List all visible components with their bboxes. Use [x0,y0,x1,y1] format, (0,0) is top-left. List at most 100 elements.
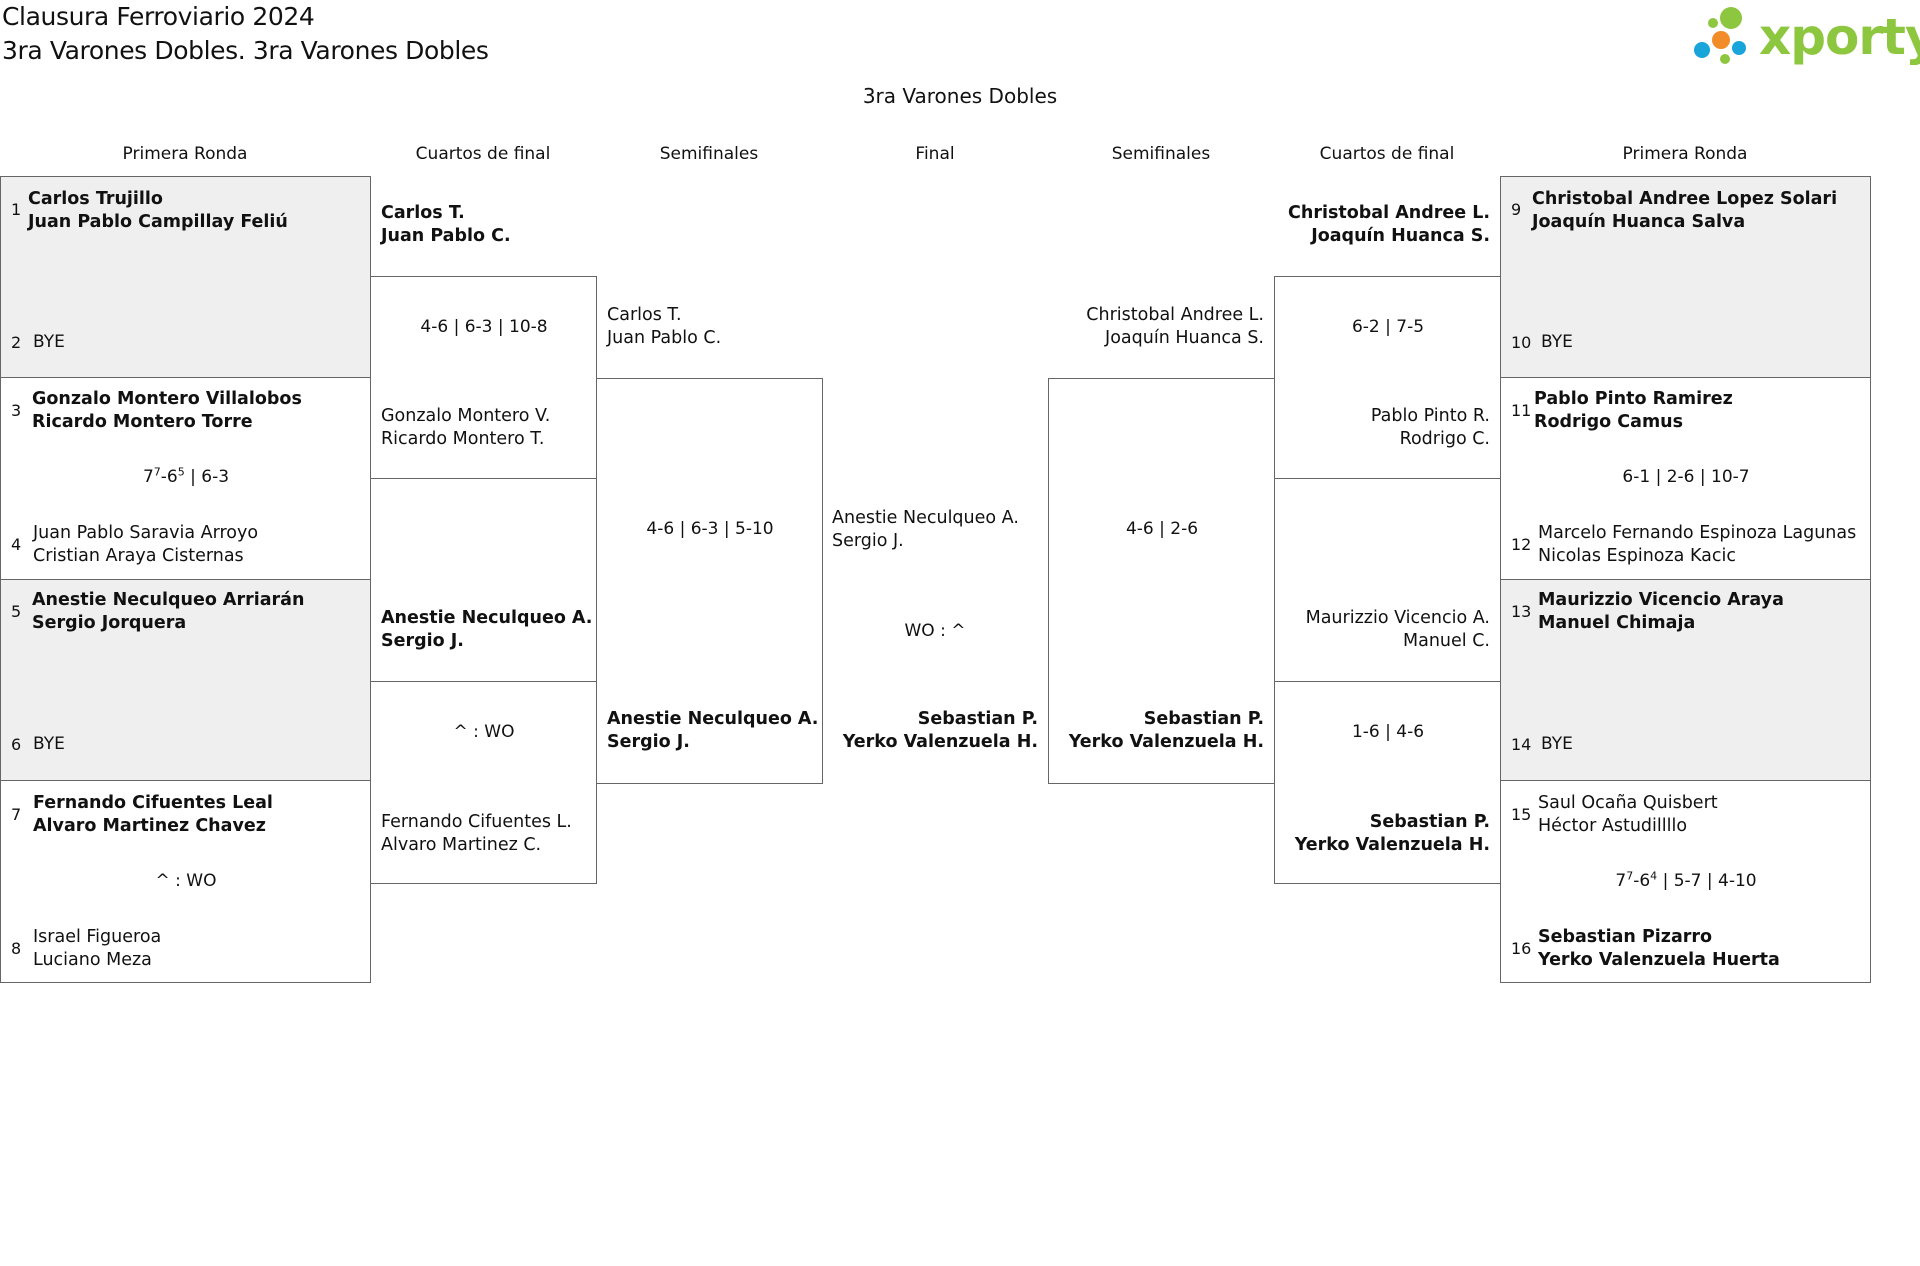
match-score: 4-6 | 6-3 | 5-10 [646,519,774,539]
player-name: Alvaro Martinez Chavez [33,816,266,836]
seed-number: 4 [11,535,22,554]
seed-number: 2 [11,333,22,352]
player-name: Marcelo Fernando Espinoza Lagunas [1538,523,1857,543]
player-name: Anestie Neculqueo Arriarán [32,590,305,610]
match-score: 77-64 | 5-7 | 4-10 [1615,869,1757,891]
team-name[interactable]: Maurizzio Vicencio Araya Manuel Chimaja [1538,589,1784,635]
r1-match-3: 5 Anestie Neculqueo Arriarán Sergio Jorq… [0,579,371,781]
player-name: Fernando Cifuentes Leal [33,793,273,813]
tournament-name: Clausura Ferroviario 2024 [2,2,315,31]
team-name[interactable]: Sebastian Pizarro Yerko Valenzuela Huert… [1538,926,1780,972]
round-heading-right-qf: Cuartos de final [1319,144,1455,164]
player-name: Sebastian P. [917,709,1038,729]
round-heading-left-qf: Cuartos de final [415,144,551,164]
team-name[interactable]: Juan Pablo Saravia Arroyo Cristian Araya… [33,522,258,568]
player-name: Sebastian P. [1143,709,1264,729]
bye-label: BYE [33,332,65,352]
qf-team[interactable]: Gonzalo Montero V. Ricardo Montero T. [381,405,550,451]
match-score: 77-65 | 6-3 [142,465,230,487]
bye-label: BYE [33,734,65,754]
bye-label: BYE [1541,734,1573,754]
seed-number: 14 [1511,735,1532,754]
xporty-logo[interactable]: xporty [1693,4,1920,68]
round-heading-final: Final [915,144,955,164]
bye-label: BYE [1541,332,1573,352]
player-name: Carlos Trujillo [28,189,163,209]
r1-match-2: 3 Gonzalo Montero Villalobos Ricardo Mon… [0,377,371,580]
seed-number: 11 [1511,401,1532,420]
player-name: Christobal Andree L. [1086,305,1264,325]
match-score: ^ : WO [155,871,217,891]
team-name[interactable]: Carlos Trujillo Juan Pablo Campillay Fel… [28,188,288,234]
player-name: Juan Pablo Saravia Arroyo [33,523,259,543]
logo-dots-icon [1694,7,1746,64]
qf-team[interactable]: Pablo Pinto R. Rodrigo C. [1274,405,1490,451]
player-name: Maurizzio Vicencio A. [1305,608,1490,628]
sf-team[interactable]: Carlos T. Juan Pablo C. [607,304,721,350]
team-name[interactable]: Pablo Pinto Ramirez Rodrigo Camus [1534,388,1733,434]
player-name: Sergio J. [832,531,904,551]
player-name: Joaquín Huanca Salva [1532,212,1746,232]
player-name: Christobal Andree L. [1288,203,1490,223]
qf-match-1: 4-6 | 6-3 | 10-8 [370,276,597,479]
player-name: Alvaro Martinez C. [381,835,542,855]
seed-number: 12 [1511,535,1532,554]
team-name[interactable]: Fernando Cifuentes Leal Alvaro Martinez … [33,792,273,838]
player-name: Manuel C. [1403,631,1490,651]
player-name: Pablo Pinto R. [1370,406,1490,426]
qf-team[interactable]: Anestie Neculqueo A. Sergio J. [381,607,592,653]
player-name: Christobal Andree Lopez Solari [1532,189,1838,209]
final-team[interactable]: Sebastian P. Yerko Valenzuela H. [822,708,1038,754]
player-name: Sergio Jorquera [32,613,187,633]
player-name: Gonzalo Montero Villalobos [32,389,302,409]
team-name[interactable]: Saul Ocaña Quisbert Héctor Astudillllo [1538,792,1718,838]
round-heading-left-r1: Primera Ronda [122,144,248,164]
logo-text: xporty [1759,8,1920,66]
player-name: Anestie Neculqueo A. [381,608,593,628]
team-name[interactable]: Christobal Andree Lopez Solari Joaquín H… [1532,188,1837,234]
team-name[interactable]: Gonzalo Montero Villalobos Ricardo Monte… [32,388,302,434]
seed-number: 8 [11,939,22,958]
player-name: Ricardo Montero Torre [32,412,253,432]
match-score: 4-6 | 6-3 | 10-8 [420,317,548,337]
match-score: 1-6 | 4-6 [1351,722,1425,742]
player-name: Rodrigo C. [1399,429,1490,449]
seed-number: 5 [11,602,22,621]
match-score: 6-2 | 7-5 [1351,317,1425,337]
final-team[interactable]: Anestie Neculqueo A. Sergio J. [832,507,1019,553]
final-score: WO : ^ [904,621,966,641]
player-name: Fernando Cifuentes L. [381,812,572,832]
player-name: Sebastian Pizarro [1538,927,1713,947]
sf-team[interactable]: Christobal Andree L. Joaquín Huanca S. [1048,304,1264,350]
seed-number: 13 [1511,602,1532,621]
sf-team[interactable]: Anestie Neculqueo A. Sergio J. [607,708,818,754]
seed-number: 15 [1511,805,1532,824]
player-name: Carlos T. [381,203,465,223]
match-score: ^ : WO [453,722,515,742]
r1-match-6: 11 Pablo Pinto Ramirez Rodrigo Camus 6-1… [1500,377,1871,580]
qf-team[interactable]: Carlos T. Juan Pablo C. [381,202,511,248]
player-name: Pablo Pinto Ramirez [1534,389,1733,409]
player-name: Joaquín Huanca S. [1105,328,1264,348]
draw-title: 3ra Varones Dobles [862,84,1058,108]
qf-team[interactable]: Christobal Andree L. Joaquín Huanca S. [1274,202,1490,248]
team-name[interactable]: Israel Figueroa Luciano Meza [33,926,161,972]
player-name: Anestie Neculqueo A. [607,709,819,729]
player-name: Héctor Astudillllo [1538,816,1688,836]
player-name: Maurizzio Vicencio Araya [1538,590,1784,610]
sf-team[interactable]: Sebastian P. Yerko Valenzuela H. [1048,708,1264,754]
seed-number: 1 [11,200,22,219]
match-score: 6-1 | 2-6 | 10-7 [1622,467,1750,487]
team-name[interactable]: Anestie Neculqueo Arriarán Sergio Jorque… [32,589,304,635]
qf-team[interactable]: Maurizzio Vicencio A. Manuel C. [1274,607,1490,653]
r1-match-4: 7 Fernando Cifuentes Leal Alvaro Martine… [0,780,371,983]
tournament-title: Clausura Ferroviario 2024 3ra Varones Do… [2,0,489,68]
player-name: Sergio J. [381,631,464,651]
player-name: Juan Pablo C. [381,226,511,246]
team-name[interactable]: Marcelo Fernando Espinoza Lagunas Nicola… [1538,522,1856,568]
player-name: Yerko Valenzuela Huerta [1538,950,1780,970]
player-name: Ricardo Montero T. [381,429,545,449]
qf-team[interactable]: Fernando Cifuentes L. Alvaro Martinez C. [381,811,572,857]
qf-team[interactable]: Sebastian P. Yerko Valenzuela H. [1274,811,1490,857]
sf-match-right: 4-6 | 2-6 [1048,378,1275,784]
